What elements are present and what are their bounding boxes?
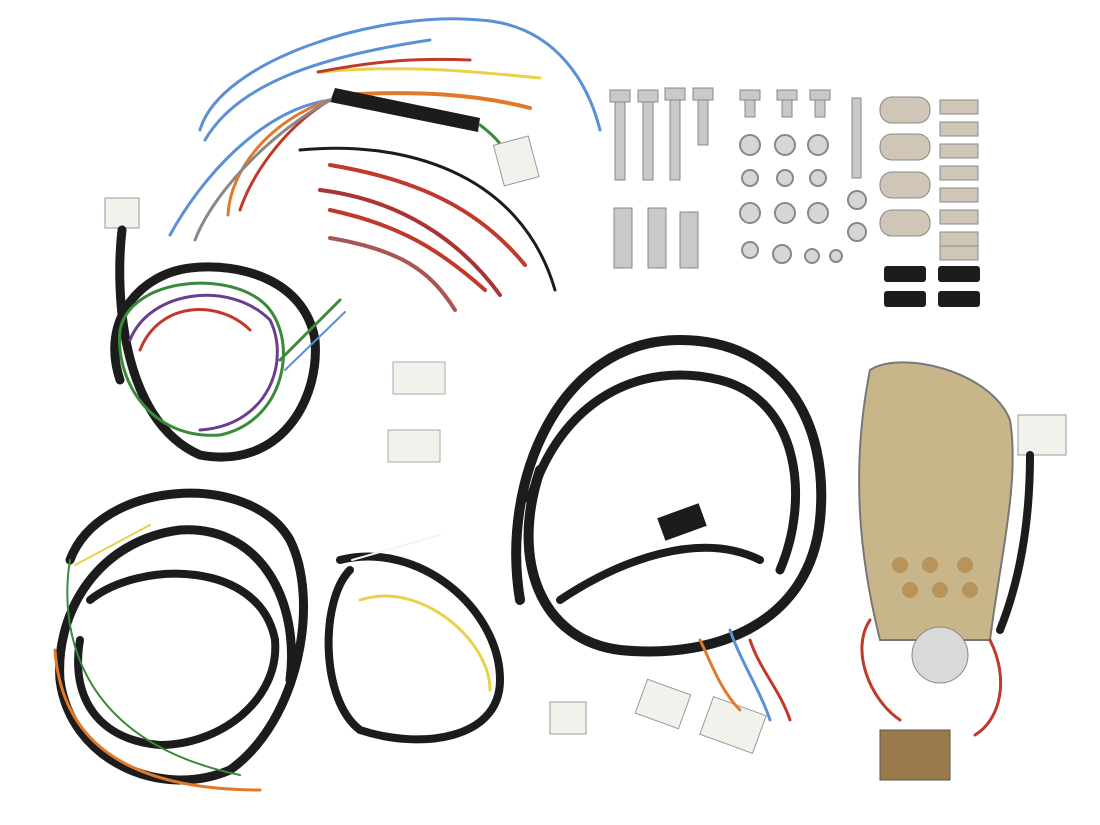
connector [492, 135, 540, 187]
bottom-left-coiled-harness [53, 488, 308, 792]
loose-connector [387, 429, 441, 463]
red-ground-leads [298, 146, 557, 312]
middle-coiled-harness [324, 534, 587, 744]
left-coiled-harness [104, 197, 346, 462]
ignition-switch [911, 626, 969, 684]
hardware-bolts [609, 87, 862, 269]
rubber-pads [884, 266, 980, 307]
hardware-washers-nuts [739, 134, 867, 264]
main-harness [511, 334, 827, 755]
heat-shrink-sleeve [330, 88, 480, 132]
ignition-bracket-assembly [858, 361, 1067, 781]
loose-connector [392, 361, 446, 395]
top-wire-bundle [168, 17, 602, 242]
mounting-plates [879, 96, 979, 261]
